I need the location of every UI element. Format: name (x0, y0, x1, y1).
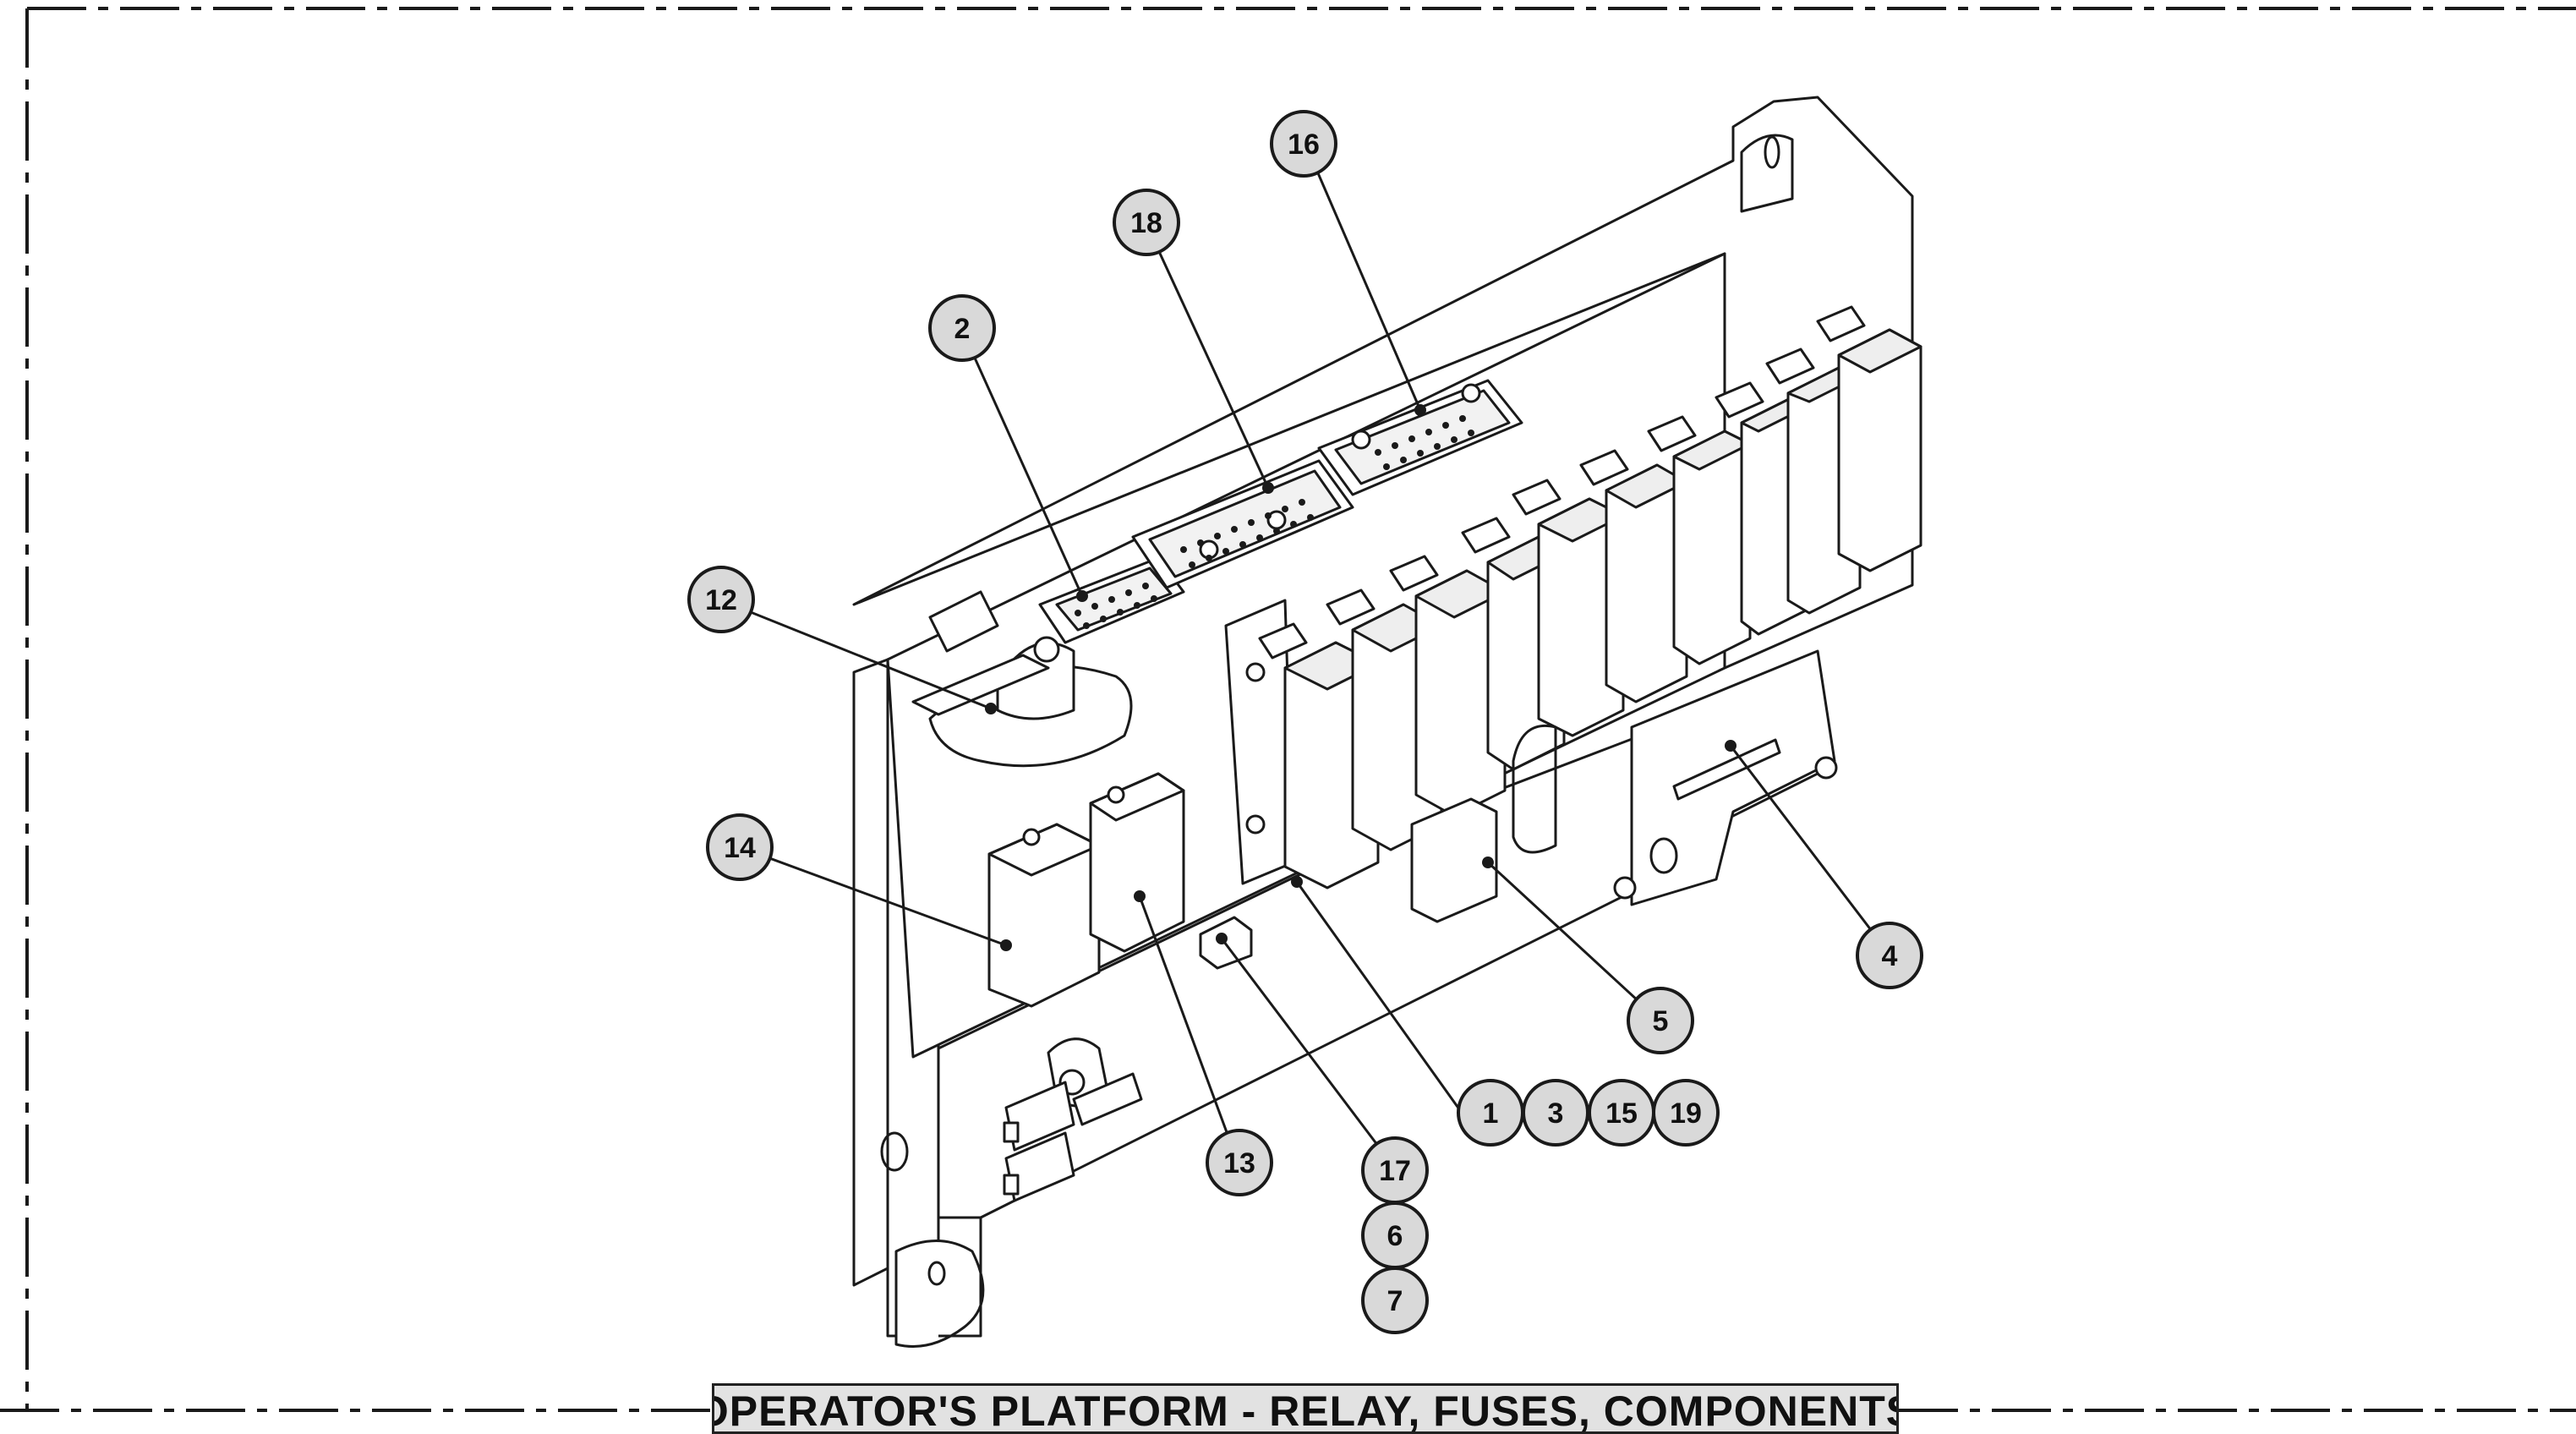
callout-label: 13 (1223, 1147, 1255, 1179)
callout-5: 5 (1627, 987, 1694, 1054)
diagram-title-box: OPERATOR'S PLATFORM - RELAY, FUSES, COMP… (712, 1383, 1899, 1434)
callout-bubble (1270, 110, 1337, 178)
callout-16: 16 (1270, 110, 1337, 178)
callout-label: 19 (1670, 1097, 1702, 1130)
callout-1: 1 (1457, 1079, 1524, 1147)
relay-row (1258, 305, 1922, 923)
callout-19: 19 (1652, 1079, 1720, 1147)
callout-label: 14 (724, 832, 756, 864)
callout-17: 17 (1361, 1136, 1429, 1204)
callout-label: 12 (705, 584, 737, 616)
callout-3: 3 (1522, 1079, 1589, 1147)
callout-14: 14 (706, 813, 774, 881)
callout-bubble (1113, 189, 1180, 256)
callout-bubble (687, 566, 755, 633)
callout-label: 6 (1387, 1220, 1403, 1252)
callout-bubble (1206, 1129, 1273, 1196)
callout-label: 15 (1605, 1097, 1638, 1130)
callout-bubble (706, 813, 774, 881)
callout-7: 7 (1361, 1267, 1429, 1334)
callout-6: 6 (1361, 1201, 1429, 1269)
callout-bubble (1627, 987, 1694, 1054)
callout-label: 1 (1483, 1097, 1499, 1130)
leader-lines (720, 143, 1892, 1170)
callout-label: 5 (1653, 1005, 1669, 1037)
callout-label: 7 (1387, 1285, 1403, 1317)
callout-18: 18 (1113, 189, 1180, 256)
diagram-title: OPERATOR'S PLATFORM - RELAY, FUSES, COMP… (712, 1387, 1899, 1434)
callout-bubble (928, 294, 996, 362)
callout-label: 3 (1548, 1097, 1564, 1130)
callout-bubble (1856, 922, 1923, 989)
callout-label: 18 (1130, 207, 1162, 239)
callout-label: 16 (1288, 129, 1320, 161)
callout-label: 4 (1882, 940, 1898, 972)
callout-label: 2 (954, 313, 971, 345)
callout-12: 12 (687, 566, 755, 633)
callout-15: 15 (1588, 1079, 1655, 1147)
diagram-border (0, 7, 2576, 1412)
callout-bubble (1652, 1079, 1720, 1147)
callout-label: 17 (1379, 1155, 1411, 1187)
connector-pins (1075, 415, 1474, 629)
callout-4: 4 (1856, 922, 1923, 989)
relay-panel-drawing (852, 96, 1914, 1348)
callout-13: 13 (1206, 1129, 1273, 1196)
callout-bubble (1361, 1267, 1429, 1334)
leader-dots (985, 404, 1736, 951)
callout-2: 2 (928, 294, 996, 362)
